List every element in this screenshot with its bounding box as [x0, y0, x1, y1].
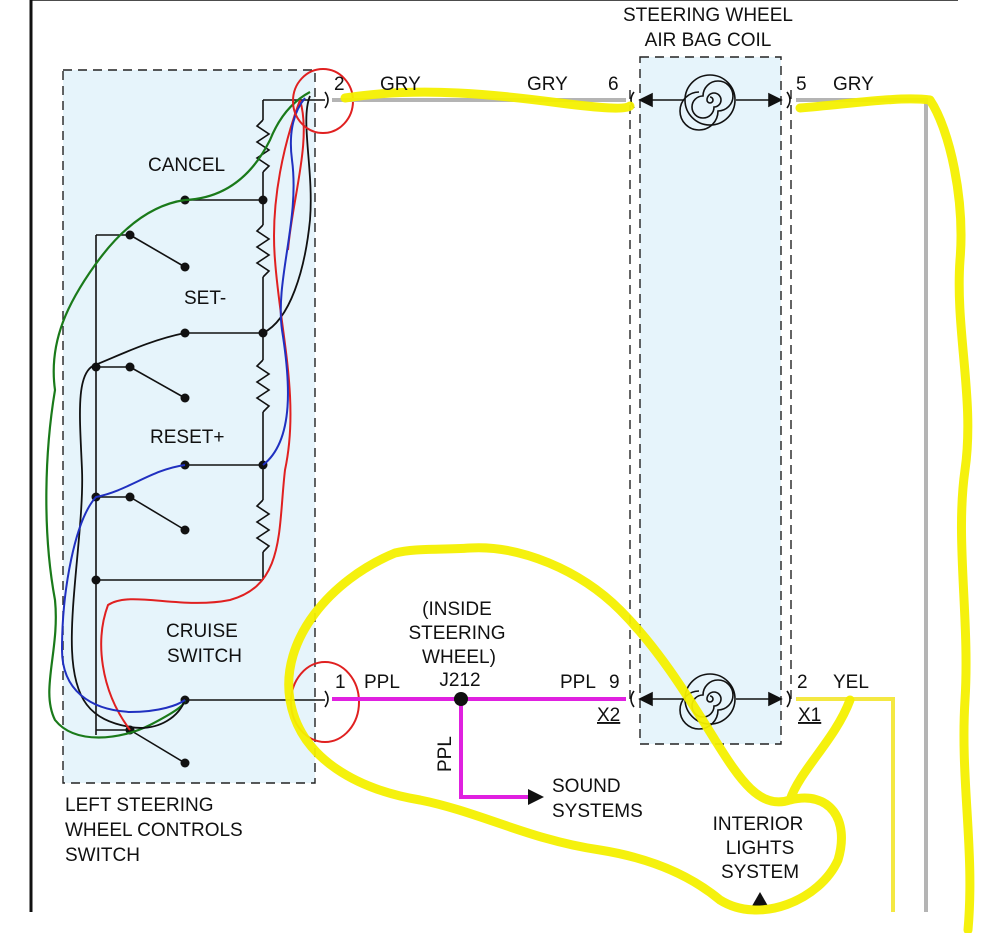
yellow-highlight-gry-annotation [340, 87, 975, 935]
yellow-highlight-loop-annotation [284, 543, 855, 915]
splice-note-line1: (INSIDE [422, 599, 492, 620]
connector-x1: X1 [798, 705, 821, 726]
wire-label-ppl-down: PPL [435, 736, 456, 772]
coil-box-outline [639, 56, 782, 745]
gry-wire-right [796, 98, 928, 912]
splice-j212-dot [454, 692, 468, 706]
splice-note-line3: WHEEL) [422, 647, 496, 668]
wire-label-ppl-right: PPL [560, 672, 596, 693]
switch-box-outline [62, 69, 316, 784]
wire-label-ppl-left: PPL [364, 672, 400, 693]
ppl-wire-down [459, 699, 530, 799]
connector-brackets [324, 91, 791, 708]
coil-pin-top-right: 5 [796, 74, 807, 95]
cruise-switch-label-line2: SWITCH [167, 646, 242, 667]
connector-x2: X2 [597, 705, 620, 726]
splice-id: J212 [439, 670, 480, 691]
green-trace-annotation [45, 91, 311, 739]
coil-pin-top-left: 6 [608, 74, 619, 95]
interior-lights-line1: INTERIOR [713, 814, 804, 835]
sound-systems-line1: SOUND [552, 776, 621, 797]
switch-pin-top: 2 [334, 74, 345, 95]
coil-title-line2: AIR BAG COIL [645, 30, 772, 51]
switch-position-reset: RESET+ [150, 427, 224, 448]
cruise-switch-label-line1: CRUISE [166, 621, 238, 642]
switch-position-cancel: CANCEL [148, 155, 225, 176]
sound-systems-arrow [528, 789, 544, 805]
interior-lights-line2: LIGHTS [726, 838, 795, 859]
wire-label-gry-left: GRY [380, 74, 421, 95]
sound-systems-line2: SYSTEMS [552, 801, 643, 822]
switch-label-line3: SWITCH [65, 845, 140, 866]
wire-label-yel: YEL [833, 672, 869, 693]
coil-box [640, 57, 781, 744]
switch-box [63, 70, 315, 783]
interior-lights-line3: SYSTEM [721, 862, 799, 883]
yel-wire [796, 697, 895, 912]
resistor-ladder [95, 99, 325, 764]
interior-lights-arrow [752, 892, 768, 906]
coil-bottom-arrows [638, 691, 783, 707]
blue-trace-annotation [60, 97, 306, 714]
coil-pin-bottom-left: 9 [609, 672, 620, 693]
wire-label-gry-right: GRY [833, 74, 874, 95]
switch-pin-bottom: 1 [335, 672, 346, 693]
clockspring-top-icon [679, 74, 736, 131]
switch-label-line2: WHEEL CONTROLS [65, 820, 243, 841]
black-trace-annotation [70, 95, 312, 729]
coil-pin-bottom-right: 2 [797, 672, 808, 693]
switch-position-set: SET- [184, 288, 226, 309]
wire-label-gry-mid: GRY [527, 74, 568, 95]
switch-label-line1: LEFT STEERING [65, 795, 214, 816]
coil-top-arrows [638, 92, 783, 108]
coil-title-line1: STEERING WHEEL [623, 5, 793, 26]
splice-note-line2: STEERING [408, 623, 505, 644]
